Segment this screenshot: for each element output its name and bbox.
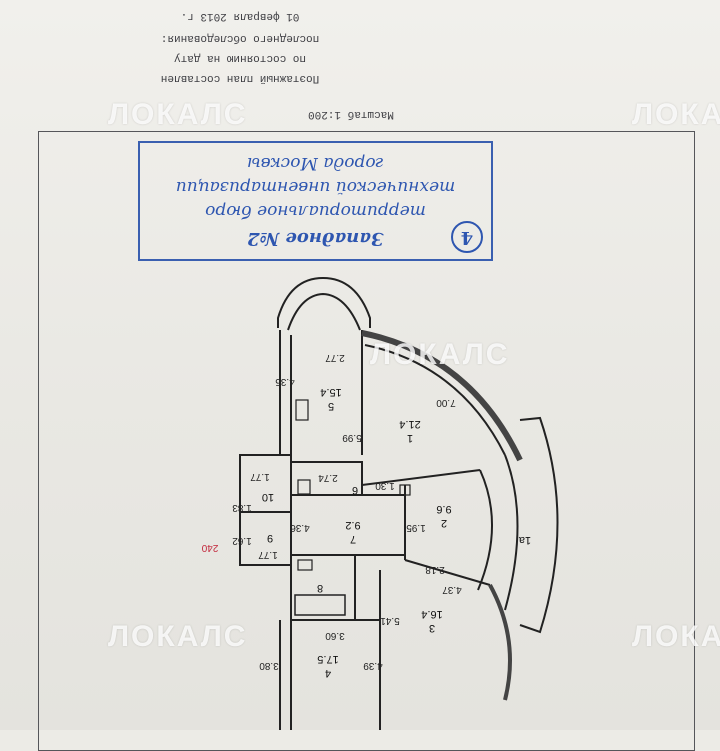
room-3-area: 16.4 — [421, 608, 442, 620]
dim-4-39: 4.39 — [363, 660, 383, 671]
watermark-top-right: ЛОКАЛС — [632, 98, 720, 131]
wall-room4-left — [279, 620, 292, 730]
left-wall — [279, 330, 292, 455]
room-7-area: 9.2 — [345, 519, 360, 531]
balcony-mid — [477, 469, 493, 591]
arc-room1 — [361, 330, 523, 462]
dim-3-60: 3.60 — [325, 630, 345, 641]
column-corridor — [399, 484, 411, 496]
toilet — [297, 479, 311, 495]
balcony-outer — [519, 416, 559, 634]
wall-room1-bottom — [361, 469, 481, 486]
arc-room3 — [488, 584, 512, 701]
watermark-bottom-left: ЛОКАЛС — [108, 620, 248, 653]
room-5-area: 15.4 — [320, 386, 341, 398]
room-1a-number: 1а — [518, 534, 531, 546]
dim-2-74: 2.74 — [318, 472, 338, 483]
balcony-inner — [504, 454, 519, 611]
dim-5-41: 5.41 — [380, 615, 400, 626]
floor-plan: 5 15.4 1 21.4 2 9.6 3 16.4 4 17.5 7 9.2 … — [201, 276, 559, 730]
room-3-number: 3 — [429, 622, 435, 634]
room-2-number: 2 — [441, 517, 447, 529]
watermark-center: ЛОКАЛС — [370, 338, 510, 371]
dim-7-00: 7.00 — [436, 397, 456, 408]
dim-1-83: 1.83 — [232, 502, 252, 513]
room-1-number: 1 — [407, 432, 413, 444]
room-10-number: 10 — [262, 491, 274, 503]
room-7-number: 7 — [350, 533, 356, 545]
watermark-bottom-right: ЛОКАЛС — [632, 620, 720, 653]
dim-4-35: 4.35 — [275, 376, 295, 387]
dim-5-99: 5.99 — [342, 432, 362, 443]
wall-room2-bottom — [404, 559, 491, 586]
red-mark-240: 240 — [201, 542, 218, 553]
dim-3-80: 3.80 — [259, 660, 279, 671]
room-6-number: 6 — [352, 484, 358, 496]
bathroom6 — [291, 461, 363, 495]
tower-outer-wall — [277, 276, 371, 328]
column-room5 — [295, 399, 309, 421]
room-4-area: 17.5 — [317, 653, 338, 665]
sink — [297, 559, 313, 571]
room-2-area: 9.6 — [436, 503, 451, 515]
dim-1-77-top: 1.77 — [250, 471, 270, 482]
room-4-number: 4 — [325, 667, 331, 679]
dim-2-77: 2.77 — [325, 352, 345, 363]
dim-1-62: 1.62 — [232, 535, 252, 546]
bathroom8 — [290, 555, 356, 620]
arc-room1-inner — [364, 344, 506, 456]
dim-4-37: 4.37 — [442, 584, 462, 595]
bathtub — [294, 594, 346, 616]
dim-1-95: 1.95 — [406, 522, 426, 533]
room-9-number: 9 — [267, 532, 273, 544]
watermark-top-left: ЛОКАЛС — [108, 98, 248, 131]
room-8-number: 8 — [317, 582, 323, 594]
dim-2-18: 2.18 — [425, 564, 445, 575]
tower-inner-wall — [287, 292, 361, 331]
dim-1-77-bottom: 1.77 — [258, 549, 278, 560]
room-1-area: 21.4 — [399, 418, 420, 430]
scanned-paper — [0, 0, 720, 730]
dim-4-36: 4.36 — [290, 522, 310, 533]
room-5-number: 5 — [328, 400, 334, 412]
dim-1-30: 1.30 — [375, 480, 395, 491]
